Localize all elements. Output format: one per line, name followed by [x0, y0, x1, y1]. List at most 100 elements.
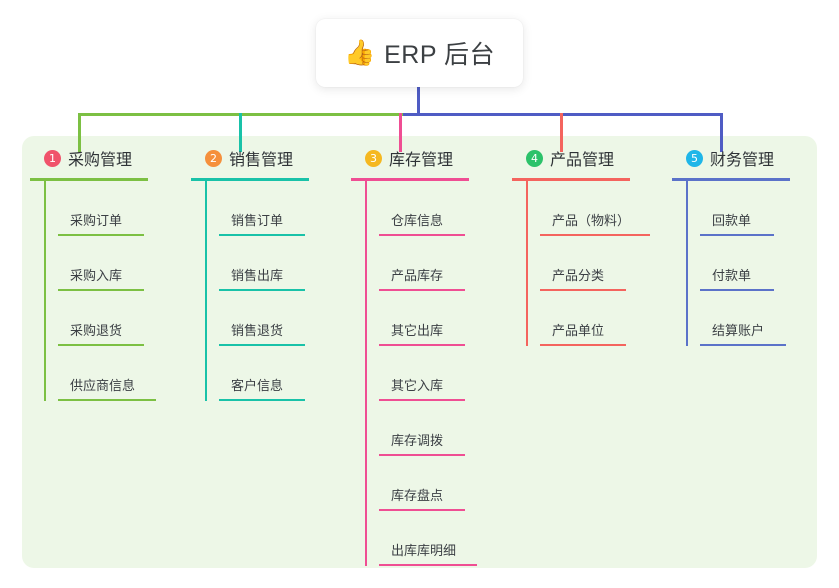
- menu-item-rule: [219, 234, 305, 236]
- menu-item[interactable]: 客户信息: [205, 346, 309, 401]
- column-rule-5: [672, 178, 790, 181]
- menu-item[interactable]: 回款单: [686, 181, 790, 236]
- root-node-erp-backend[interactable]: 👍 ERP 后台: [316, 19, 523, 87]
- column-4: 4 产品管理产品（物料） 产品分类产品单位: [512, 146, 650, 346]
- menu-item[interactable]: 产品库存: [365, 236, 469, 291]
- menu-item-label: 其它入库: [391, 378, 444, 393]
- menu-item[interactable]: 库存盘点: [365, 456, 469, 511]
- drop-col-5: [720, 113, 723, 152]
- menu-item-label: 其它出库: [391, 323, 444, 338]
- menu-item-label: 产品（物料）: [552, 213, 631, 228]
- column-rule-1: [30, 178, 148, 181]
- column-1: 1 采购管理采购订单采购入库采购退货供应商信息: [30, 146, 156, 401]
- column-branch-1: 采购订单采购入库采购退货供应商信息: [30, 181, 156, 401]
- drop-col-4: [560, 113, 563, 152]
- menu-item-rule: [379, 289, 465, 291]
- menu-item[interactable]: 其它出库: [365, 291, 469, 346]
- menu-item-label: 库存调拨: [391, 433, 444, 448]
- column-badge-4: 4: [526, 149, 543, 167]
- menu-item[interactable]: 产品单位: [526, 291, 630, 346]
- menu-item[interactable]: 销售出库: [205, 236, 309, 291]
- column-rule-3: [351, 178, 469, 181]
- menu-item[interactable]: 产品（物料）: [526, 181, 650, 236]
- column-rule-2: [191, 178, 309, 181]
- column-title-5: 财务管理: [710, 152, 775, 169]
- column-branch-2: 销售订单销售出库销售退货客户信息: [191, 181, 309, 401]
- menu-item-rule: [379, 234, 465, 236]
- column-badge-5: 5: [686, 149, 703, 167]
- menu-item[interactable]: 库存调拨: [365, 401, 469, 456]
- menu-item-label: 销售退货: [231, 323, 284, 338]
- menu-item-rule: [219, 344, 305, 346]
- menu-item-rule: [540, 234, 650, 236]
- menu-item-rule: [379, 454, 465, 456]
- drop-col-3: [399, 113, 402, 152]
- root-node-title: ERP 后台: [384, 41, 496, 69]
- menu-item-label: 出库库明细: [391, 543, 457, 558]
- column-spine-3: [365, 181, 367, 566]
- menu-item-rule: [379, 564, 477, 566]
- menu-item-rule: [379, 344, 465, 346]
- menu-item-label: 回款单: [712, 213, 752, 228]
- menu-item-label: 采购退货: [70, 323, 123, 338]
- column-spine-1: [44, 181, 46, 401]
- column-spine-2: [205, 181, 207, 401]
- menu-item-label: 销售订单: [231, 213, 284, 228]
- menu-item-label: 客户信息: [231, 378, 284, 393]
- column-5: 5 财务管理回款单付款单结算账户: [672, 146, 790, 346]
- menu-item[interactable]: 其它入库: [365, 346, 469, 401]
- menu-item-label: 供应商信息: [70, 378, 136, 393]
- menu-item[interactable]: 供应商信息: [44, 346, 156, 401]
- menu-item-rule: [58, 289, 144, 291]
- menu-item-rule: [58, 234, 144, 236]
- menu-item[interactable]: 产品分类: [526, 236, 630, 291]
- column-badge-2: 2: [205, 149, 222, 167]
- menu-item-label: 产品库存: [391, 268, 444, 283]
- column-header-3[interactable]: 3 库存管理: [351, 146, 469, 170]
- menu-item[interactable]: 付款单: [686, 236, 790, 291]
- menu-item-label: 仓库信息: [391, 213, 444, 228]
- menu-item[interactable]: 销售订单: [205, 181, 309, 236]
- menu-item[interactable]: 销售退货: [205, 291, 309, 346]
- menu-item-rule: [540, 344, 626, 346]
- column-branch-5: 回款单付款单结算账户: [672, 181, 790, 346]
- menu-item[interactable]: 采购订单: [44, 181, 148, 236]
- column-header-1[interactable]: 1 采购管理: [30, 146, 148, 170]
- thumbs-up-icon: 👍: [343, 38, 376, 67]
- column-title-2: 销售管理: [229, 152, 294, 169]
- menu-item-label: 销售出库: [231, 268, 284, 283]
- menu-item[interactable]: 采购入库: [44, 236, 148, 291]
- column-spine-4: [526, 181, 528, 346]
- menu-item-rule: [379, 399, 465, 401]
- menu-item[interactable]: 结算账户: [686, 291, 790, 346]
- menu-item-rule: [219, 399, 305, 401]
- column-title-4: 产品管理: [550, 152, 615, 169]
- menu-item-rule: [700, 234, 774, 236]
- menu-item-rule: [540, 289, 626, 291]
- column-rule-4: [512, 178, 630, 181]
- menu-item[interactable]: 出库库明细: [365, 511, 477, 566]
- menu-item-rule: [58, 344, 144, 346]
- menu-item-rule: [379, 509, 465, 511]
- column-header-2[interactable]: 2 销售管理: [191, 146, 309, 170]
- column-header-5[interactable]: 5 财务管理: [672, 146, 790, 170]
- column-3: 3 库存管理仓库信息产品库存其它出库其它入库库存调拨库存盘点出库库明细: [351, 146, 477, 566]
- drop-col-2: [239, 113, 242, 152]
- column-badge-3: 3: [365, 149, 382, 167]
- menu-item-label: 产品分类: [552, 268, 605, 283]
- column-title-1: 采购管理: [68, 152, 133, 169]
- menu-item-label: 结算账户: [712, 323, 765, 338]
- column-header-4[interactable]: 4 产品管理: [512, 146, 630, 170]
- column-spine-5: [686, 181, 688, 346]
- diagram-panel-background: [22, 136, 817, 568]
- menu-item-label: 产品单位: [552, 323, 605, 338]
- menu-item-label: 采购入库: [70, 268, 123, 283]
- column-title-3: 库存管理: [389, 152, 454, 169]
- bus-blue: [403, 113, 723, 116]
- menu-item-rule: [700, 344, 786, 346]
- menu-item-label: 付款单: [712, 268, 752, 283]
- menu-item[interactable]: 仓库信息: [365, 181, 469, 236]
- menu-item[interactable]: 采购退货: [44, 291, 148, 346]
- column-branch-3: 仓库信息产品库存其它出库其它入库库存调拨库存盘点出库库明细: [351, 181, 477, 566]
- column-badge-1: 1: [44, 149, 61, 167]
